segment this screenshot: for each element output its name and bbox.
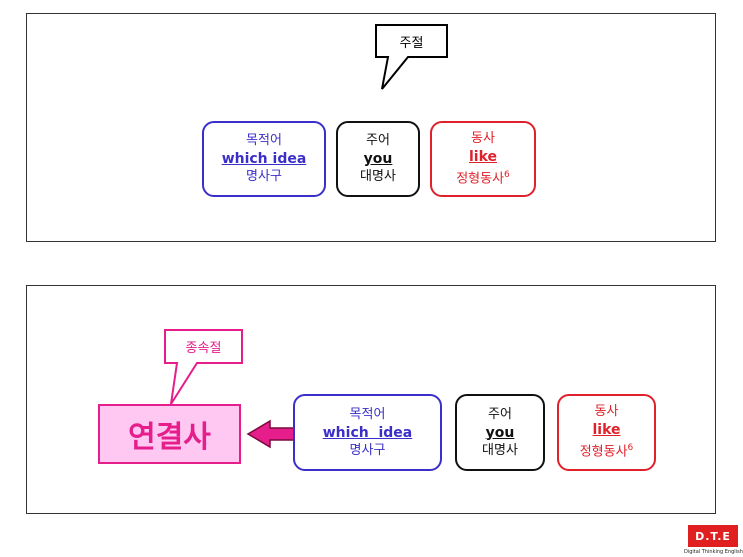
main-clause-callout: 주절 <box>399 35 424 51</box>
verb-type: 정형동사 <box>456 171 505 187</box>
verb-role-2: 동사 <box>594 404 619 420</box>
subject-type-2: 대명사 <box>482 442 518 458</box>
object-word: which idea <box>221 151 307 167</box>
verb-footnote-2: 6 <box>627 443 634 454</box>
object-type-2: 명사구 <box>349 442 386 458</box>
verb-box: 동사 like 정형동사6 <box>430 121 536 197</box>
verb-role: 동사 <box>471 130 495 146</box>
subject-role-2: 주어 <box>488 406 512 422</box>
object-type: 명사구 <box>246 169 282 184</box>
verb-word-2: like <box>592 422 621 439</box>
connector-box: 연결사 <box>98 404 241 464</box>
verb-word: like <box>468 148 498 165</box>
object-word-2: which idea <box>322 424 413 441</box>
dte-logo-caption: Digital Thinking English <box>684 549 743 555</box>
subject-word: you <box>363 151 393 167</box>
dte-logo: D.T.E <box>688 525 738 547</box>
subordinate-clause-callout: 종속절 <box>185 341 222 356</box>
object-role-2: 목적어 <box>349 406 386 422</box>
subject-box-2: 주어 you 대명사 <box>455 394 545 471</box>
subject-word-2: you <box>485 424 515 441</box>
subject-type: 대명사 <box>360 169 396 184</box>
object-box-2: 목적어 which idea 명사구 <box>293 394 442 471</box>
verb-footnote: 6 <box>504 169 510 180</box>
verb-type-line-2: 정형동사6 <box>580 439 634 461</box>
verb-type-2: 정형동사 <box>579 444 628 460</box>
object-box: 목적어 which idea 명사구 <box>202 121 326 197</box>
verb-box-2: 동사 like 정형동사6 <box>557 394 656 471</box>
verb-type-line: 정형동사6 <box>456 166 510 188</box>
subject-role: 주어 <box>366 133 390 148</box>
subject-box: 주어 you 대명사 <box>336 121 420 197</box>
object-role: 목적어 <box>246 133 282 148</box>
